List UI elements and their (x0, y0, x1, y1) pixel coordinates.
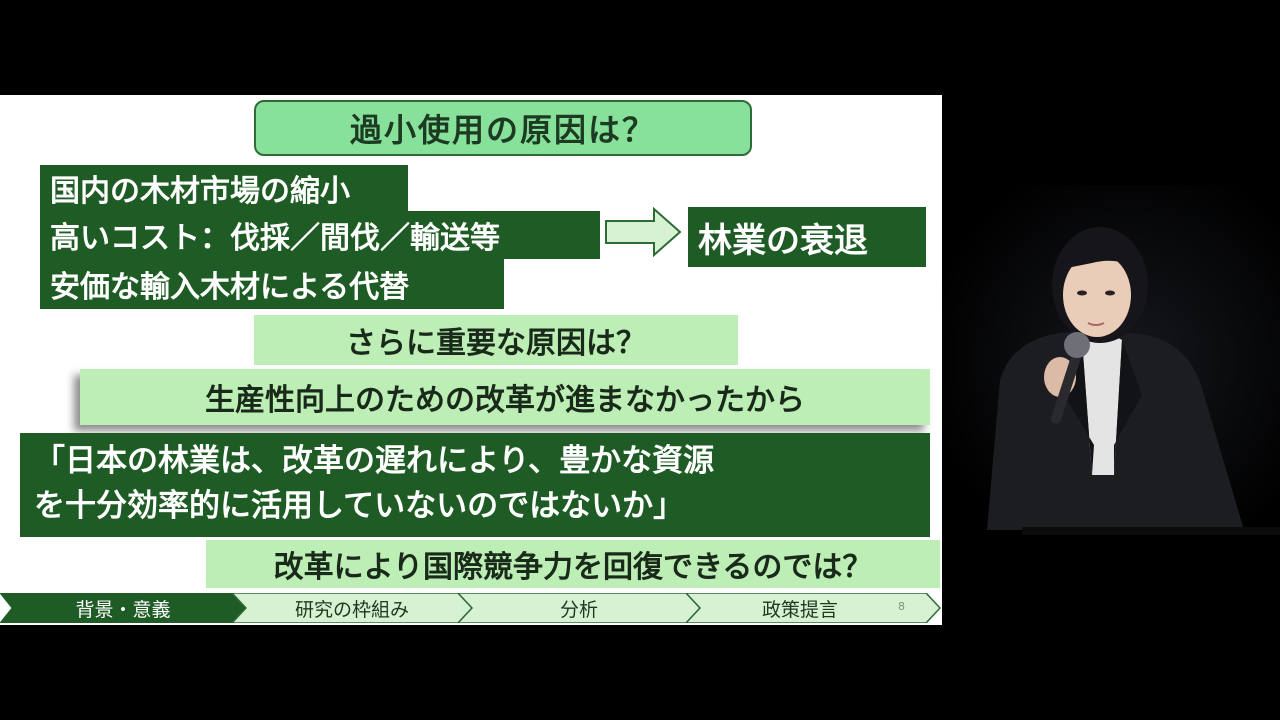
answer-box: 生産性向上のための改革が進まなかったから (80, 369, 930, 425)
nav-policy[interactable]: 政策提言 (761, 598, 838, 621)
cause-item-3: 安価な輸入木材による代替 (40, 259, 504, 309)
page-number: 8 (898, 600, 905, 613)
nav-framework[interactable]: 研究の枠組み (294, 598, 409, 621)
quote-line-2: を十分効率的に活用していないのではないか」 (34, 488, 685, 524)
presentation-slide: 過小使用の原因は？ 国内の木材市場の縮小 高いコスト：伐採／間伐／輸送等 安価な… (0, 95, 942, 625)
nav-analysis[interactable]: 分析 (559, 598, 598, 621)
speaker-video (942, 95, 1280, 625)
right-arrow-icon (605, 207, 682, 257)
cause-item-2: 高いコスト：伐採／間伐／輸送等 (40, 211, 600, 259)
navbar-chevrons (0, 593, 942, 623)
section-navbar: 背景・意義 研究の枠組み 分析 政策提言 (0, 593, 942, 623)
quote-box: 「日本の林業は、改革の遅れにより、豊かな資源 を十分効率的に活用していないのでは… (20, 433, 930, 537)
question-box: さらに重要な原因は？ (254, 315, 738, 365)
slide-title: 過小使用の原因は？ (254, 100, 752, 156)
result-box: 林業の衰退 (688, 207, 926, 267)
speaker-image (942, 185, 1280, 535)
quote-line-1: 「日本の林業は、改革の遅れにより、豊かな資源 (34, 443, 715, 479)
proposal-box: 改革により国際競争力を回復できるのでは？ (206, 540, 940, 588)
nav-background[interactable]: 背景・意義 (75, 598, 171, 621)
cause-item-1: 国内の木材市場の縮小 (40, 165, 408, 211)
